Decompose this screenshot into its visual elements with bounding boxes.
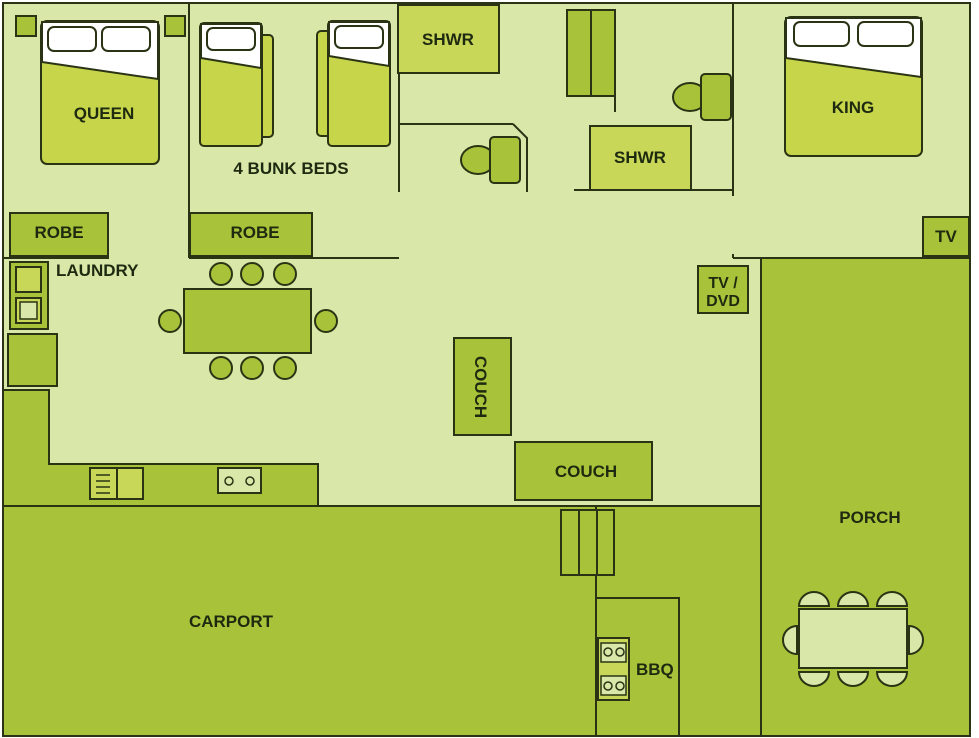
couch-horizontal xyxy=(514,441,653,501)
tv-dvd-label-line2: DVD xyxy=(706,293,740,310)
dining-table xyxy=(158,262,338,380)
carport-label: CARPORT xyxy=(189,612,274,631)
entry-steps xyxy=(560,509,615,576)
porch-label: PORCH xyxy=(839,508,900,527)
couch-vertical-label: COUCH xyxy=(471,356,490,418)
queen-label: QUEEN xyxy=(74,104,134,123)
toilet-left xyxy=(460,136,521,184)
interior-walls xyxy=(3,3,970,259)
bbq-area xyxy=(595,597,680,737)
laundry-machines xyxy=(9,261,49,330)
couch-horizontal-label: COUCH xyxy=(555,462,617,481)
tv-unit xyxy=(922,216,970,257)
kitchen-sink xyxy=(89,467,144,500)
vanity xyxy=(566,9,616,97)
porch-table xyxy=(782,591,924,687)
shower-right-label: SHWR xyxy=(614,148,666,167)
laundry-label: LAUNDRY xyxy=(56,261,139,280)
robe-left-label: ROBE xyxy=(34,223,83,242)
robe-left xyxy=(9,212,109,257)
tv-dvd-unit xyxy=(697,265,749,314)
shower-right xyxy=(589,125,692,191)
cooktop xyxy=(217,467,262,494)
wall-light-right xyxy=(164,15,186,37)
robe-middle-label: ROBE xyxy=(230,223,279,242)
queen-bed xyxy=(40,20,160,165)
robe-middle xyxy=(189,212,313,257)
king-bed xyxy=(784,16,923,157)
bunk-bed-left xyxy=(199,22,274,147)
shower-left xyxy=(397,4,500,74)
tv-label: TV xyxy=(935,227,957,246)
laundry-cabinet xyxy=(7,333,58,387)
couch-vertical xyxy=(453,337,512,436)
wall-light-left xyxy=(15,15,37,37)
toilet-right xyxy=(672,73,732,121)
king-label: KING xyxy=(832,98,875,117)
tv-dvd-label-line1: TV / xyxy=(708,275,738,292)
bbq-label: BBQ xyxy=(636,660,674,679)
shower-left-label: SHWR xyxy=(422,30,474,49)
bunk-beds-label: 4 BUNK BEDS xyxy=(233,159,348,178)
bunk-bed-right xyxy=(316,20,391,147)
